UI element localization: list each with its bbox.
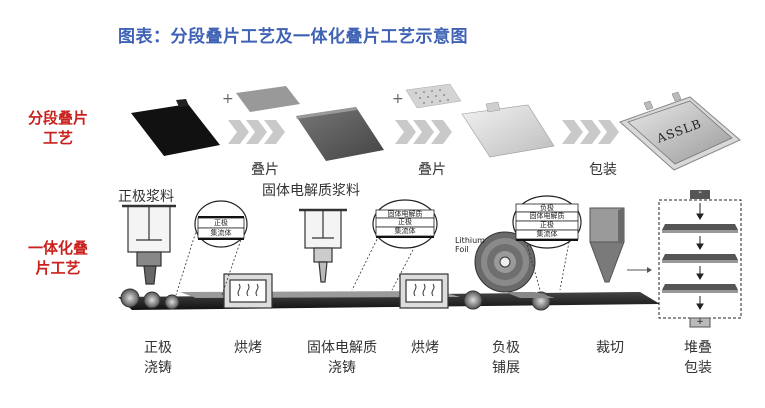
inset3-layer-collector: 集流体 (536, 230, 558, 238)
inset3-labels: 负极 固体电解质 正极 集流体 (517, 204, 577, 239)
cathode-slurry-dispenser-icon (122, 204, 176, 285)
plus-icon-1: + (222, 91, 234, 107)
step6-line1: 裁切 (596, 340, 624, 356)
inset3-layer-cathode: 正极 (540, 221, 554, 229)
inset1-layer-cathode: 正极 (214, 219, 228, 227)
bottom-step-stack-packaging: 堆叠 包装 (668, 338, 728, 378)
lithium-foil-roll-icon (474, 231, 555, 298)
chevron-arrows-3-icon (562, 120, 619, 144)
diagram-title: 图表：分段叠片工艺及一体化叠片工艺示意图 (118, 27, 468, 47)
stacking-box-icon (658, 190, 742, 328)
step4-line1: 烘烤 (411, 340, 439, 356)
electrolyte-slurry-label: 固体电解质浆料 (262, 183, 360, 199)
step5-line1: 负极 (492, 340, 520, 356)
top-step-stacking-1: 叠片 (251, 162, 279, 178)
inset3-layer-electrolyte: 固体电解质 (529, 212, 565, 220)
step1-line1: 正极 (144, 340, 172, 356)
bottom-step-baking-1: 烘烤 (218, 338, 278, 358)
step3-line1: 固体电解质 (307, 340, 377, 356)
inset2-layer-cathode: 正极 (398, 218, 412, 226)
positive-terminal-symbol: + (696, 317, 704, 327)
electrolyte-layer-icon (236, 86, 300, 112)
inset-cross-section-3 (512, 195, 582, 249)
plus-icon-2: + (392, 91, 404, 107)
integrated-label-line1: 一体化叠 (27, 239, 88, 257)
packaged-cell-icon (619, 91, 741, 171)
step7-line2: 包装 (684, 360, 712, 376)
inset2-layer-collector: 集流体 (394, 227, 416, 235)
step3-line2: 浇铸 (328, 360, 356, 376)
cathode-slurry-label: 正极浆料 (118, 189, 174, 205)
stacked-sheet-1-icon (296, 107, 384, 161)
chevron-arrows-1-icon (228, 120, 285, 144)
cutter-icon (589, 207, 625, 283)
step1-line2: 浇铸 (144, 360, 172, 376)
segmented-process-label: 分段叠片 工艺 (8, 108, 108, 148)
inset1-labels: 正极 集流体 (199, 218, 243, 238)
arrow-right-icon (627, 267, 652, 273)
anode-layer-icon (405, 83, 462, 109)
integrated-process-label: 一体化叠 片工艺 (8, 238, 108, 278)
oven-1-icon (223, 273, 273, 309)
inset2-labels: 固体电解质 正极 集流体 (377, 210, 433, 236)
bottom-step-electrolyte-casting: 固体电解质 浇铸 (292, 338, 392, 378)
bottom-step-anode-spreading: 负极 铺展 (476, 338, 536, 378)
lithium-foil-label: Lithium Foil (455, 236, 485, 254)
inset1-layer-collector: 集流体 (210, 229, 232, 237)
segmented-label-line1: 分段叠片 (27, 109, 88, 127)
bottom-step-cathode-casting: 正极 浇铸 (128, 338, 188, 378)
cathode-sheet-icon (131, 99, 220, 156)
inset2-layer-electrolyte: 固体电解质 (387, 210, 423, 218)
bottom-step-baking-2: 烘烤 (395, 338, 455, 358)
bottom-step-cutting: 裁切 (580, 338, 640, 358)
step7-line1: 堆叠 (684, 340, 712, 356)
step5-line2: 铺展 (492, 360, 520, 376)
rollers-icon (120, 288, 551, 311)
inset-cross-section-2 (372, 199, 438, 249)
inset-cross-section-1 (194, 200, 248, 248)
stacked-sheet-2-icon (461, 101, 555, 158)
foil-label-line1: Lithium (455, 236, 485, 245)
electrolyte-slurry-dispenser-icon (299, 208, 347, 283)
inset3-layer-anode: 负极 (540, 204, 554, 212)
step2-line1: 烘烤 (234, 340, 262, 356)
chevron-arrows-2-icon (395, 120, 452, 144)
top-step-stacking-2: 叠片 (418, 162, 446, 178)
foil-label-line2: Foil (455, 245, 469, 254)
segmented-label-line2: 工艺 (42, 129, 73, 147)
integrated-label-line2: 片工艺 (35, 259, 81, 277)
oven-2-icon (399, 273, 449, 309)
negative-terminal-symbol: - (698, 187, 702, 198)
top-step-packaging: 包装 (589, 162, 617, 178)
